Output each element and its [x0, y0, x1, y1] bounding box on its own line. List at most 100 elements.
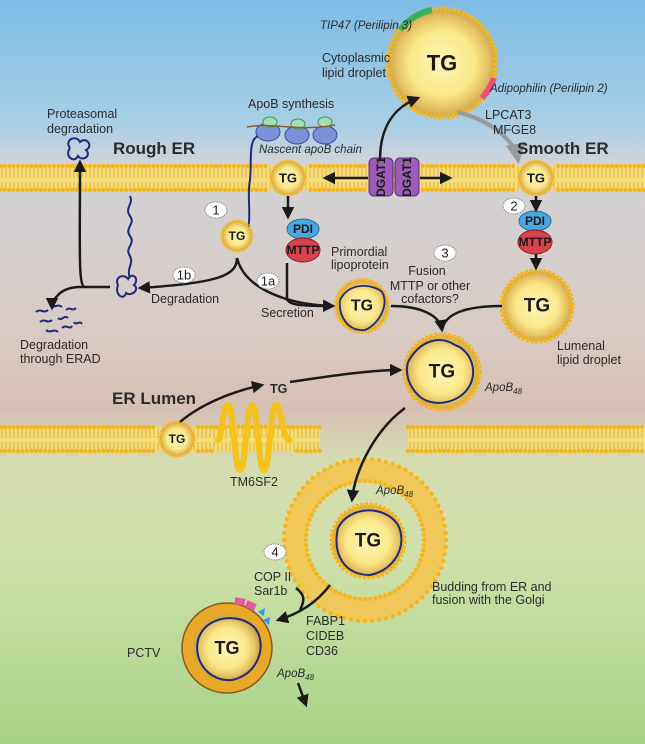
sar1b-label: Sar1b	[254, 584, 287, 598]
cytoplasmic-ld-label-2: lipid droplet	[322, 66, 386, 80]
svg-text:TG: TG	[524, 296, 550, 317]
arrow-pctv-out	[296, 682, 309, 708]
ribosomes	[246, 116, 338, 145]
proteasomal-label-1: Proteasomal	[47, 107, 117, 121]
apob48-label-2: ApoB48	[375, 485, 414, 499]
copii-label: COP II	[254, 570, 291, 584]
dgat1-dimer: DGAT1 DGAT1	[368, 157, 420, 197]
cytoplasmic-ld-label-1: Cytoplasmic	[322, 51, 390, 65]
cytoplasmic-lipid-droplet: TG	[385, 6, 499, 120]
apob48-label-3: ApoB48	[276, 668, 315, 682]
svg-text:PDI: PDI	[525, 214, 545, 228]
svg-text:TG: TG	[229, 229, 246, 243]
arrow-to-smooth-er	[456, 110, 526, 164]
pdi-mttp-complex-2: PDI MTTP	[517, 210, 553, 255]
budding-label-2: fusion with the Golgi	[432, 593, 545, 607]
tip47-coat	[397, 7, 433, 32]
degradation-label: Degradation	[151, 292, 219, 306]
nascent-apob-chain	[243, 135, 259, 241]
pdi-mttp-complex-1: PDI MTTP	[285, 218, 321, 263]
arrow-tg-to-apob48	[289, 363, 403, 384]
erad-label-2: through ERAD	[20, 352, 101, 366]
budding-vesicle-particle: TG	[329, 502, 407, 580]
step-3-badge: 3	[441, 246, 448, 261]
step-badges: 1 1b 1a 2 3 4	[172, 197, 526, 561]
mrna-strand	[246, 124, 336, 129]
lower-er-membrane	[0, 424, 645, 624]
svg-text:MTTP: MTTP	[519, 235, 552, 249]
pctv-vesicle: TG	[181, 597, 273, 694]
primordial-lipoprotein: TG	[334, 278, 390, 334]
unfolded-apob	[127, 195, 133, 279]
svg-text:TG: TG	[527, 171, 545, 186]
lumenal-ld-label-2: lipid droplet	[557, 353, 621, 367]
svg-text:TG: TG	[429, 362, 455, 383]
primordial-label-1: Primordial	[331, 245, 387, 259]
proteasome-apob	[67, 137, 91, 161]
svg-text:TG: TG	[279, 171, 297, 186]
primordial-label-2: lipoprotein	[331, 258, 389, 272]
cofactors-label-2: cofactors?	[401, 292, 459, 306]
step-2-badge: 2	[510, 199, 517, 214]
er-tg-droplet-left: TG	[269, 159, 307, 197]
tm6sf2-label: TM6SF2	[230, 475, 278, 489]
budding-label-1: Budding from ER and	[432, 580, 552, 594]
nascent-chain-label: Nascent apoB chain	[259, 144, 362, 156]
cd36-label: CD36	[306, 644, 338, 658]
fabp1-label: FABP1	[306, 614, 345, 628]
apob48-label-1: ApoB48	[484, 382, 523, 396]
arrow-to-cytoplasmic-droplet	[378, 95, 421, 161]
proteasomal-label-2: degradation	[47, 122, 113, 136]
adipophilin-coat	[479, 76, 497, 101]
svg-text:TG: TG	[215, 638, 240, 658]
arrow-fusion-right	[440, 304, 503, 331]
dgat1-label-2: DGAT1	[400, 157, 414, 197]
arrow-to-erad	[45, 285, 110, 311]
arrow-copii	[295, 587, 305, 611]
step-1b-badge: 1b	[177, 268, 191, 283]
lumen-tg-droplet-membrane: TG	[158, 420, 196, 458]
lpcat3-label: LPCAT3	[485, 108, 531, 122]
svg-text:TG: TG	[351, 298, 373, 315]
smooth-er-label: Smooth ER	[517, 139, 609, 158]
lumenal-ld-label-1: Lumenal	[557, 339, 605, 353]
erad-label-1: Degradation	[20, 338, 88, 352]
svg-text:TG: TG	[169, 432, 186, 446]
rough-er-label: Rough ER	[113, 139, 195, 158]
free-tg-label: TG	[270, 382, 287, 396]
cideb-label: CIDEB	[306, 629, 344, 643]
step-4-badge: 4	[271, 545, 278, 560]
arrows	[45, 95, 543, 708]
dgat1-label-1: DGAT1	[374, 157, 388, 197]
pctv-label: PCTV	[127, 646, 161, 660]
apob-tg-particle: TG	[220, 219, 254, 253]
er-tg-droplet-right: TG	[517, 159, 555, 197]
tip47-label: TIP47 (Perilipin 3)	[320, 20, 412, 32]
tm6sf2-protein	[215, 401, 293, 474]
tg-label: TG	[427, 51, 458, 76]
step-1a-badge: 1a	[261, 274, 276, 289]
arrow-to-bud	[346, 406, 406, 503]
mfge8-label: MFGE8	[493, 123, 536, 137]
adipophilin-label: Adipophilin (Perilipin 2)	[489, 83, 608, 95]
arrow-to-pctv	[275, 584, 331, 624]
misfolded-apob	[116, 274, 138, 298]
secretion-label: Secretion	[261, 306, 314, 320]
arrow-mttp-secretion	[285, 263, 334, 308]
step-1-badge: 1	[212, 203, 219, 218]
svg-text:PDI: PDI	[293, 222, 313, 236]
arrow-to-proteasome	[73, 159, 87, 289]
svg-text:TG: TG	[355, 531, 381, 552]
arrow-tg-release	[179, 381, 265, 423]
cofactors-label-1: MTTP or other	[390, 279, 470, 293]
apob-synthesis-label: ApoB synthesis	[248, 97, 334, 111]
svg-text:MTTP: MTTP	[287, 243, 320, 257]
er-lumen-label: ER Lumen	[112, 389, 196, 408]
apob48-lipoprotein: TG	[402, 332, 482, 412]
arrow-degradation	[137, 257, 239, 294]
arrow-fusion-left	[390, 304, 447, 333]
lumenal-lipid-droplet: TG	[499, 268, 575, 344]
fusion-label: Fusion	[408, 264, 446, 278]
